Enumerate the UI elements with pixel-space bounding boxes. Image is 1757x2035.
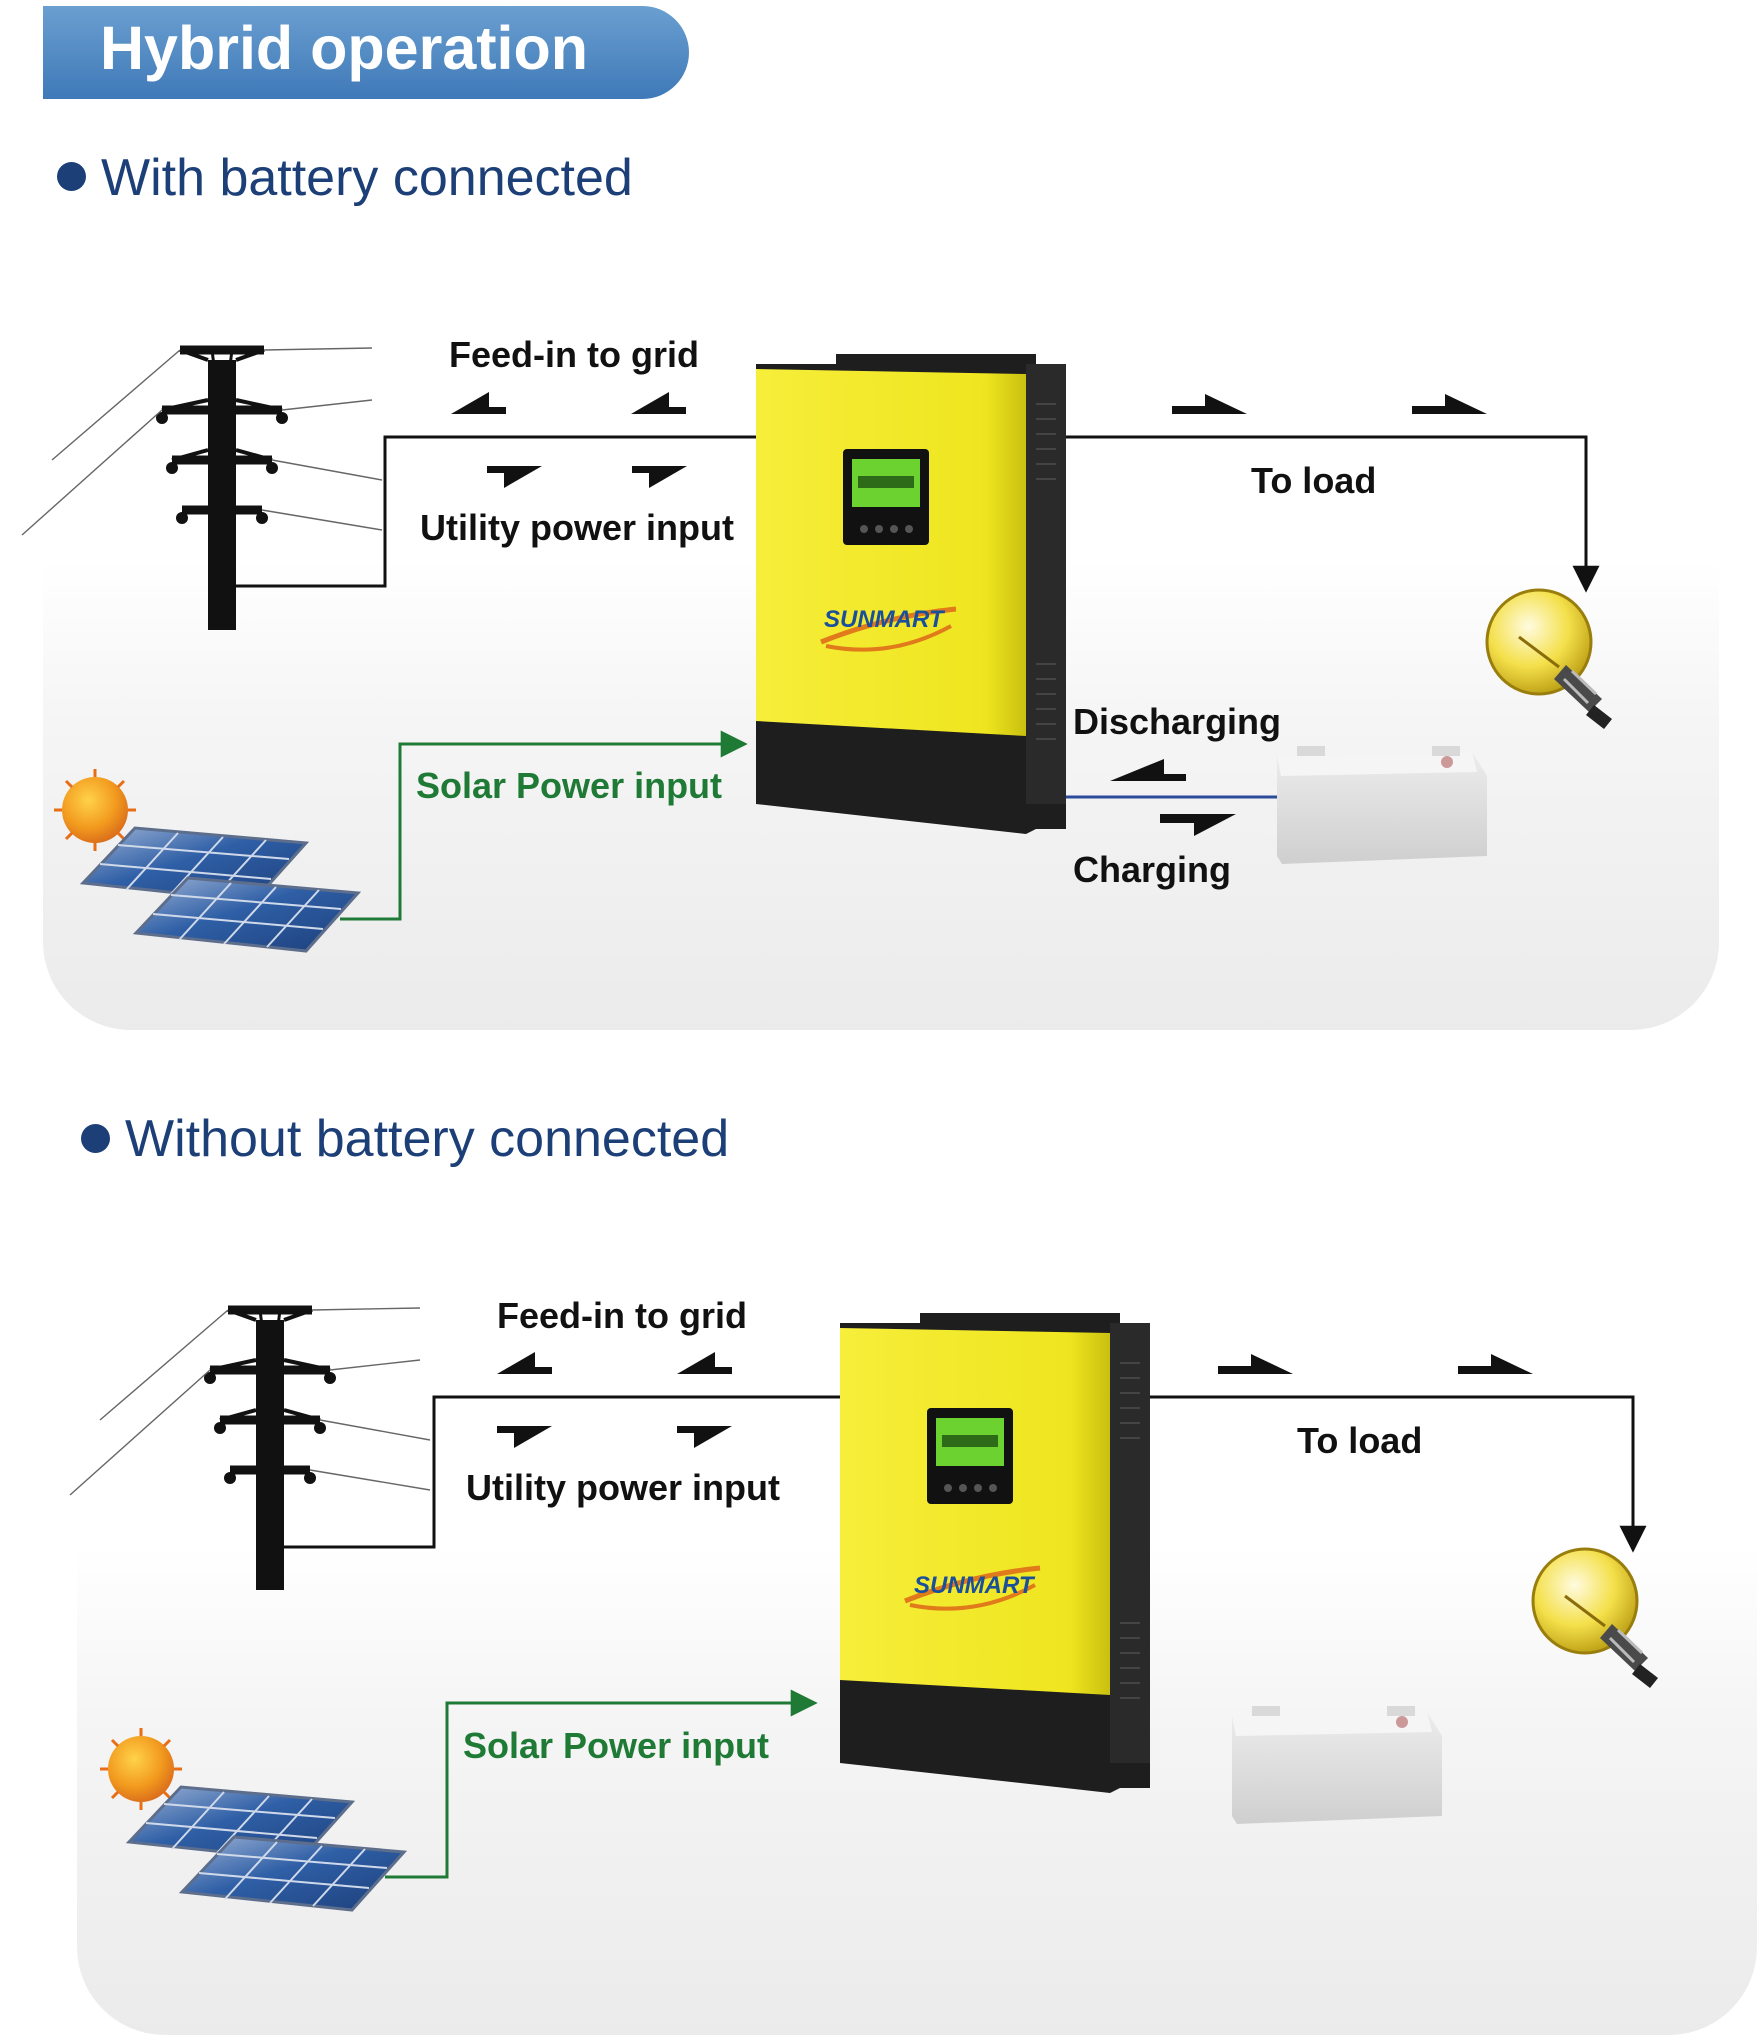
to-load-label: To load <box>1297 1420 1423 1461</box>
discharging-arrow <box>1110 759 1186 781</box>
brand-logo: SUNMART <box>914 1572 1034 1599</box>
feed-in-label: Feed-in to grid <box>449 334 699 375</box>
solar-line <box>385 1689 818 1879</box>
to-load-label: To load <box>1251 460 1377 501</box>
light-bulb-icon <box>1531 1547 1660 1690</box>
load-line <box>1150 1395 1647 1553</box>
utility-power-label: Utility power input <box>420 507 734 548</box>
section-2-diagram <box>70 1308 1660 1912</box>
battery-icon <box>1232 1706 1442 1824</box>
feed-in-label: Feed-in to grid <box>497 1295 747 1336</box>
section-1-bullet <box>57 162 86 191</box>
section-1-title: With battery connected <box>101 149 633 207</box>
feed-in-arrow-2 <box>677 1352 732 1374</box>
utility-arrow-2 <box>677 1426 732 1448</box>
solar-panel-icon <box>52 767 360 953</box>
load-arrow-2 <box>1412 394 1487 414</box>
section-2-title: Without battery connected <box>125 1110 730 1168</box>
grid-line <box>236 435 756 588</box>
solar-power-label: Solar Power input <box>463 1725 770 1766</box>
charging-arrow <box>1160 814 1236 836</box>
utility-arrow-2 <box>632 466 687 488</box>
inverter-icon <box>840 1313 1150 1793</box>
utility-arrow-1 <box>487 466 542 488</box>
discharging-label: Discharging <box>1073 701 1282 742</box>
power-pylon-icon <box>22 348 382 630</box>
battery-icon <box>1277 746 1487 864</box>
brand-logo: SUNMART <box>824 606 944 633</box>
utility-arrow-1 <box>497 1426 552 1448</box>
charging-label: Charging <box>1073 849 1231 890</box>
page-title: Hybrid operation <box>100 14 589 82</box>
load-line <box>1066 435 1600 593</box>
solar-panel-icon <box>98 1726 406 1912</box>
utility-power-label: Utility power input <box>466 1467 780 1508</box>
load-arrow-1 <box>1218 1354 1293 1374</box>
section-1-diagram <box>22 348 1614 953</box>
feed-in-arrow-1 <box>451 392 506 414</box>
feed-in-arrow-2 <box>631 392 686 414</box>
section-2-bullet <box>81 1124 110 1153</box>
solar-line <box>340 730 748 921</box>
solar-power-label: Solar Power input <box>416 765 723 806</box>
load-arrow-2 <box>1458 1354 1533 1374</box>
inverter-icon <box>756 354 1066 834</box>
grid-line <box>284 1395 840 1549</box>
feed-in-arrow-1 <box>497 1352 552 1374</box>
load-arrow-1 <box>1172 394 1247 414</box>
header-banner <box>43 6 689 99</box>
light-bulb-icon <box>1485 588 1614 731</box>
